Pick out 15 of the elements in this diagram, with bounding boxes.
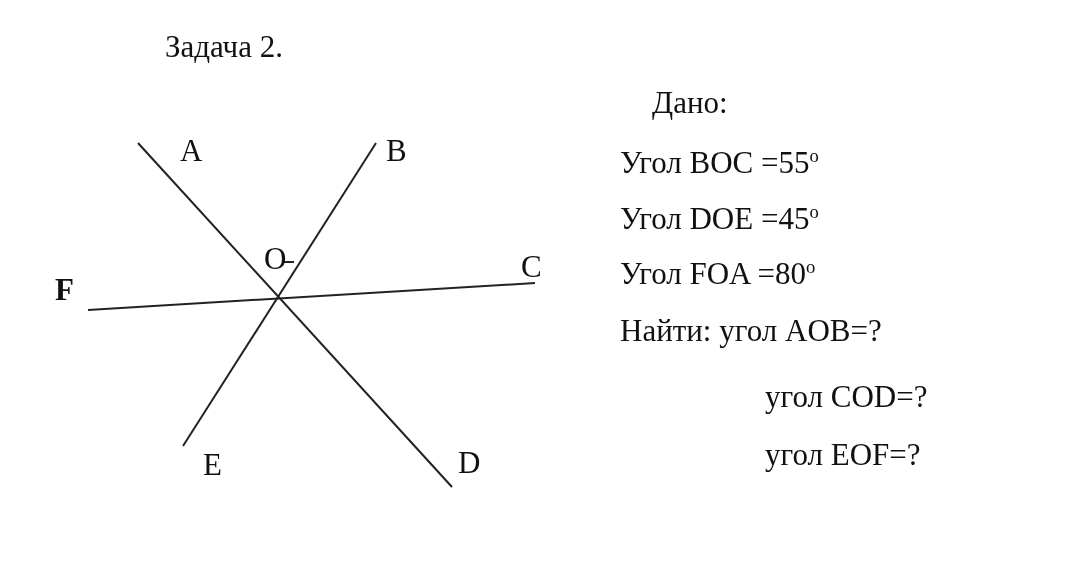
point-label: A	[180, 134, 203, 169]
text-line: Угол FOA =80$^{o}$	[620, 257, 816, 292]
text-line: Угол DOE =45$^{o}$	[620, 202, 819, 237]
text-line: угол COD=?	[765, 380, 928, 415]
title: Задача 2.	[165, 30, 283, 65]
point-label: D	[458, 446, 481, 481]
point-label: B	[386, 134, 407, 169]
text-line: Дано:	[652, 86, 728, 121]
point-label: C	[521, 250, 542, 285]
text-line: Найти: угол AOB=?	[620, 314, 882, 349]
point-label: O	[264, 242, 287, 277]
text-line: Угол BOC =55$^{o}$	[620, 146, 819, 181]
point-label: F	[55, 273, 74, 308]
text-line: угол EOF=?	[765, 438, 921, 473]
point-label: E	[203, 448, 222, 483]
